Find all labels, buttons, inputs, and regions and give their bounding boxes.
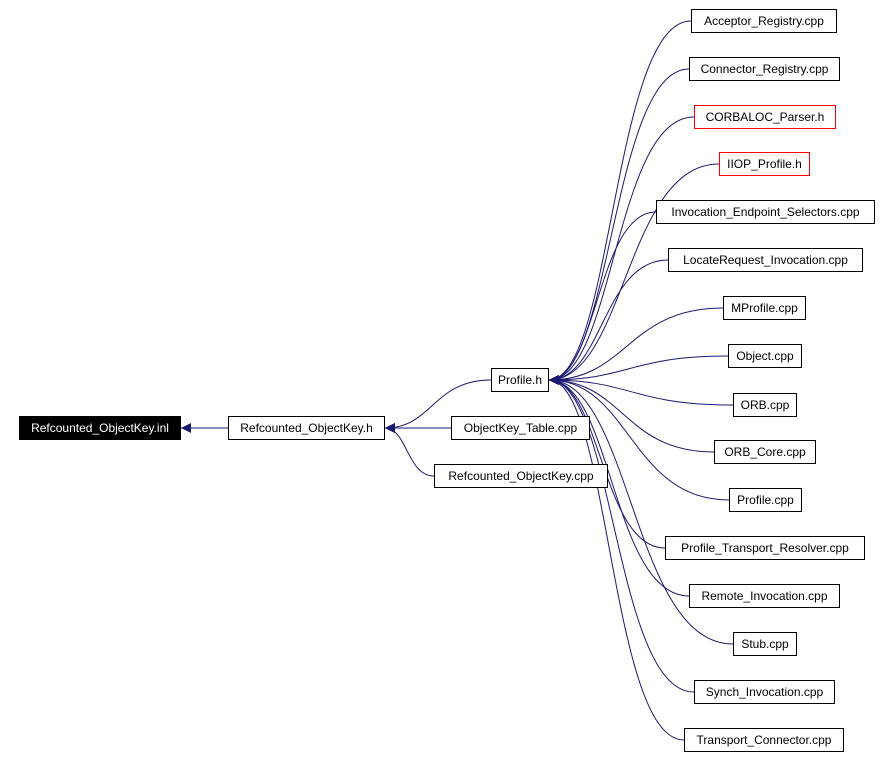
edge-transport-conn-to-profile-h xyxy=(548,375,685,741)
node-rok-cpp[interactable]: Refcounted_ObjectKey.cpp xyxy=(434,464,608,488)
edge-rok-cpp-to-rok-h xyxy=(384,423,435,477)
edge-profile-h-to-rok-h xyxy=(384,379,492,433)
node-object[interactable]: Object.cpp xyxy=(728,344,802,368)
edge-orb-to-profile-h xyxy=(548,375,734,406)
node-invocation-ep[interactable]: Invocation_Endpoint_Selectors.cpp xyxy=(656,200,875,224)
edge-profile-cpp-to-profile-h xyxy=(548,375,730,501)
node-ptr[interactable]: Profile_Transport_Resolver.cpp xyxy=(665,536,865,560)
edge-locaterequest-to-profile-h xyxy=(548,259,669,385)
edge-connector-to-profile-h xyxy=(548,68,690,385)
node-root: Refcounted_ObjectKey.inl xyxy=(19,416,181,440)
node-profile-h[interactable]: Profile.h xyxy=(491,368,549,392)
edge-remote-inv-to-profile-h xyxy=(548,375,690,597)
node-mprofile[interactable]: MProfile.cpp xyxy=(723,296,806,320)
edge-acceptor-to-profile-h xyxy=(548,20,692,385)
node-rok-h[interactable]: Refcounted_ObjectKey.h xyxy=(228,416,385,440)
edge-orb-core-to-profile-h xyxy=(548,375,715,453)
node-acceptor[interactable]: Acceptor_Registry.cpp xyxy=(691,9,837,33)
edge-synch-inv-to-profile-h xyxy=(548,375,695,693)
edge-mprofile-to-profile-h xyxy=(548,307,724,385)
node-locaterequest[interactable]: LocateRequest_Invocation.cpp xyxy=(668,248,863,272)
node-remote-inv[interactable]: Remote_Invocation.cpp xyxy=(689,584,840,608)
node-objkey-table[interactable]: ObjectKey_Table.cpp xyxy=(451,416,590,440)
edge-invocation-ep-to-profile-h xyxy=(548,211,657,385)
node-stub[interactable]: Stub.cpp xyxy=(733,632,797,656)
node-synch-inv[interactable]: Synch_Invocation.cpp xyxy=(694,680,835,704)
edge-iiop-to-profile-h xyxy=(548,163,720,385)
node-profile-cpp[interactable]: Profile.cpp xyxy=(729,488,802,512)
node-connector[interactable]: Connector_Registry.cpp xyxy=(689,57,840,81)
edge-object-to-profile-h xyxy=(548,355,729,385)
node-orb-core[interactable]: ORB_Core.cpp xyxy=(714,440,816,464)
node-transport-conn[interactable]: Transport_Connector.cpp xyxy=(684,728,844,752)
node-orb[interactable]: ORB.cpp xyxy=(733,393,797,417)
edge-stub-to-profile-h xyxy=(548,375,734,645)
node-iiop[interactable]: IIOP_Profile.h xyxy=(719,152,810,176)
node-corbaloc[interactable]: CORBALOC_Parser.h xyxy=(694,105,836,129)
